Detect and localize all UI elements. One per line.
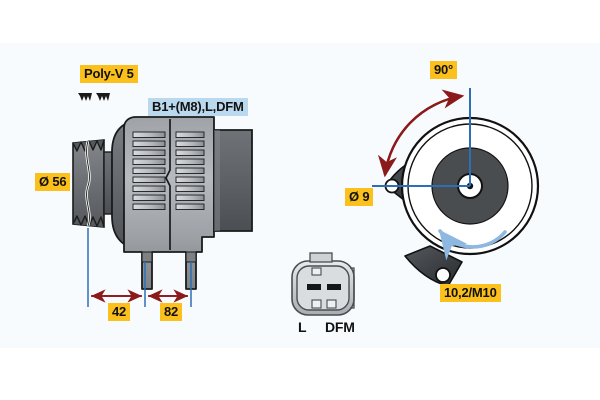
label-angle-90: 90° — [430, 61, 458, 79]
label-hole-diameter: Ø 9 — [345, 188, 374, 206]
label-pulley-diameter: Ø 56 — [35, 173, 71, 191]
label-mount-thread: 10,2/M10 — [440, 284, 501, 302]
label-dim-42: 42 — [108, 303, 131, 321]
label-poly-v: Poly-V 5 — [80, 65, 138, 83]
label-connector-pin-dfm: DFM — [325, 319, 355, 335]
label-connector-pin-l: L — [298, 319, 307, 335]
label-dim-82: 82 — [160, 303, 183, 321]
label-terminals: B1+(M8),L,DFM — [148, 98, 248, 116]
